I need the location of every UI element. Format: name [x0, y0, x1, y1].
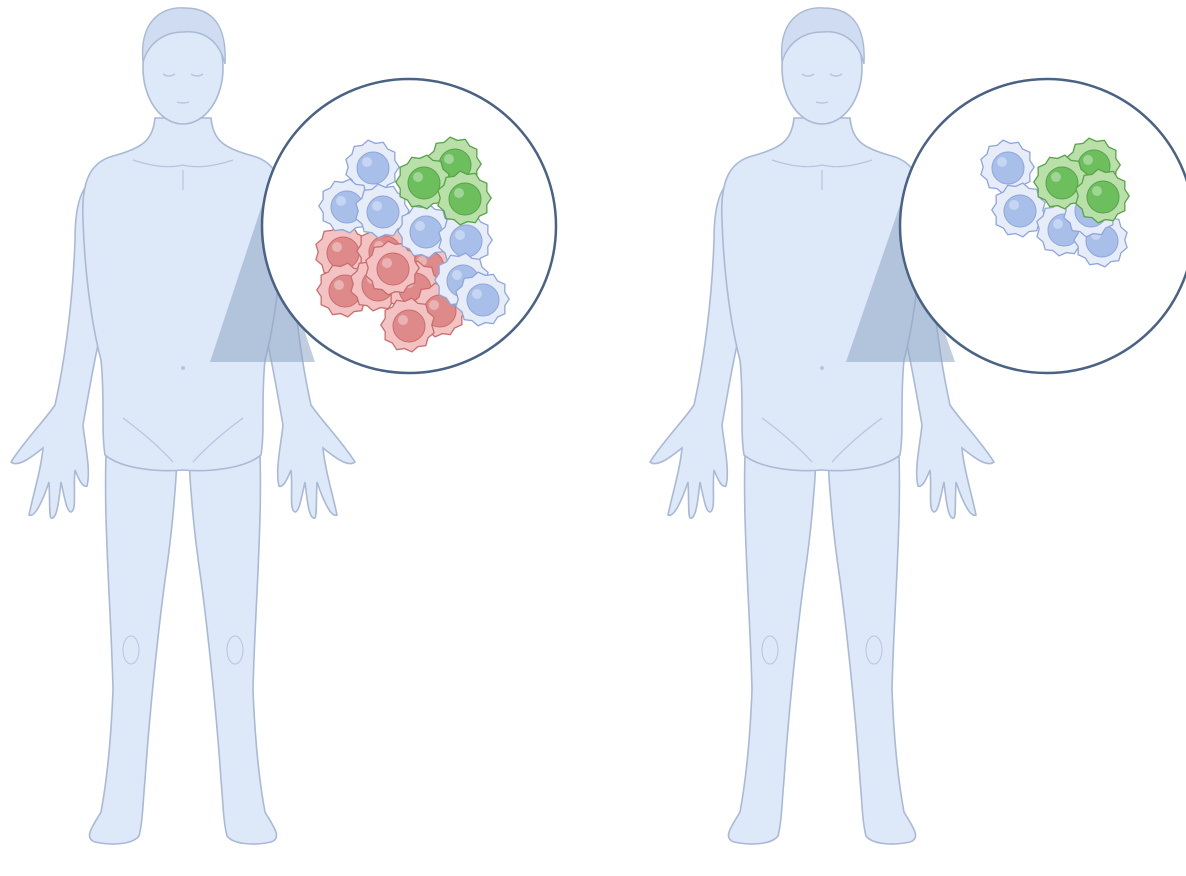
- panel-left: [11, 8, 556, 844]
- panel-right: [650, 8, 1186, 844]
